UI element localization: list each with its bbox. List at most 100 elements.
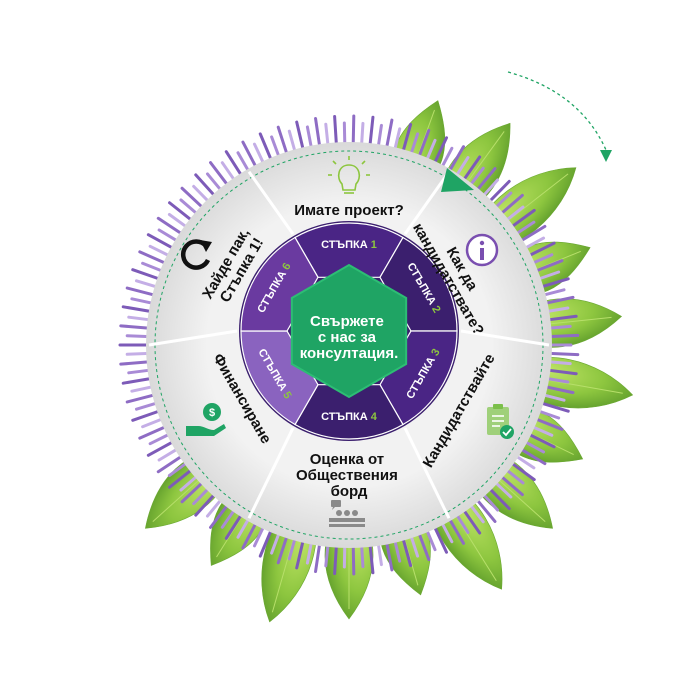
flower-petal: [287, 129, 296, 151]
flower-petal: [501, 193, 524, 214]
flower-petal: [125, 352, 148, 356]
flower-petal: [192, 184, 209, 202]
flower-petal: [146, 441, 173, 457]
clipboard-check-icon: [487, 404, 514, 439]
flower-petal: [205, 172, 222, 191]
flower-petal: [501, 476, 524, 497]
flower-petal: [180, 186, 203, 208]
flower-petal: [121, 305, 151, 313]
flower-petal: [236, 151, 249, 171]
flower-petal: [483, 494, 500, 512]
flower-petal: [127, 368, 150, 375]
flower-petal: [205, 499, 222, 518]
flower-petal: [314, 116, 321, 146]
flower-petal: [539, 410, 561, 420]
flower-petal: [192, 488, 209, 506]
flower-petal: [536, 418, 564, 431]
flower-petal: [295, 120, 305, 149]
flower-petal: [516, 220, 536, 235]
center-hexagon: [290, 263, 408, 399]
flower-petal: [541, 277, 570, 288]
flower-petal: [141, 418, 162, 429]
flower-petal: [547, 306, 570, 313]
flower-petal: [532, 253, 554, 264]
flower-petal: [324, 545, 330, 568]
flower-petal: [506, 205, 525, 221]
flower-petal: [276, 536, 288, 565]
flower-petal: [119, 360, 149, 366]
flower-petal: [209, 161, 228, 185]
flower-petal: [156, 455, 182, 474]
segment-divider: [403, 427, 451, 519]
flower-petal: [511, 208, 536, 228]
flower-petal: [426, 138, 437, 160]
flower-petal: [125, 393, 154, 404]
center-line: с нас за: [318, 329, 377, 346]
flower-petal: [529, 433, 556, 449]
flower-petal: [377, 123, 383, 146]
lightbulb-icon: [328, 156, 370, 194]
flower-petal: [134, 279, 157, 288]
flower-petal: [548, 368, 578, 376]
flower-petal: [549, 324, 572, 330]
flower-petal: [220, 161, 235, 180]
flower-petal: [252, 142, 265, 163]
flower-petal: [360, 121, 365, 144]
flower-petal: [546, 385, 575, 395]
segment-label: Оценка от Обществения борд: [296, 451, 402, 500]
flower-petal: [550, 333, 580, 338]
flower-petal: [550, 352, 580, 357]
flower-petal: [441, 146, 454, 167]
flower-petal: [449, 145, 465, 171]
flower-petal: [456, 156, 470, 176]
segment-label: Имате проект?: [294, 202, 404, 219]
flower-petal: [521, 224, 547, 242]
flower-petal: [433, 527, 449, 554]
flower-petal: [127, 315, 150, 322]
flower-petal: [180, 482, 203, 504]
flower-petal: [544, 393, 566, 402]
flower-petal: [521, 448, 547, 466]
flower-petal: [146, 233, 173, 249]
flower-petal: [138, 426, 166, 440]
segment-divider: [403, 170, 451, 235]
flower-petal: [258, 530, 272, 558]
step-label: СТЪПКА 1: [321, 239, 377, 251]
flower-petal: [314, 544, 321, 574]
board-meeting-icon: [329, 500, 365, 527]
flower-petal: [426, 530, 437, 552]
flower-petal: [157, 228, 177, 242]
flower-petal: [179, 198, 197, 214]
flower-petal: [470, 505, 485, 524]
flower-petal: [236, 519, 249, 539]
flower-petal: [131, 410, 159, 422]
dollar-glyph: $: [209, 407, 215, 419]
flower-petal: [476, 499, 497, 523]
flower-petal: [194, 494, 215, 517]
flower-petal: [270, 533, 280, 555]
flower-petal: [351, 114, 356, 144]
flower-petal: [546, 295, 575, 305]
flower-petal: [539, 270, 561, 280]
flower-petal: [168, 201, 192, 221]
segment-1: Имате проект?: [294, 202, 404, 219]
flower-petal: [470, 166, 485, 185]
flower-petal: [516, 455, 536, 470]
step-label: СТЪПКА 4: [321, 411, 378, 423]
flower-petal: [368, 115, 375, 145]
flower-petal: [418, 533, 431, 562]
flower-petal: [130, 385, 152, 393]
flower-petal: [270, 135, 280, 157]
flower-petal: [138, 250, 166, 264]
flower-petal: [351, 546, 356, 576]
segment-divider: [247, 427, 295, 519]
flower-petal: [476, 167, 497, 191]
rotation-arrowhead: [600, 150, 612, 162]
flower-petal: [541, 402, 570, 413]
flower-petal: [402, 122, 413, 151]
flower-petal: [525, 441, 546, 454]
center-line: Свържете: [310, 313, 384, 330]
flower-petal: [220, 510, 235, 529]
flower-petal: [393, 127, 402, 149]
